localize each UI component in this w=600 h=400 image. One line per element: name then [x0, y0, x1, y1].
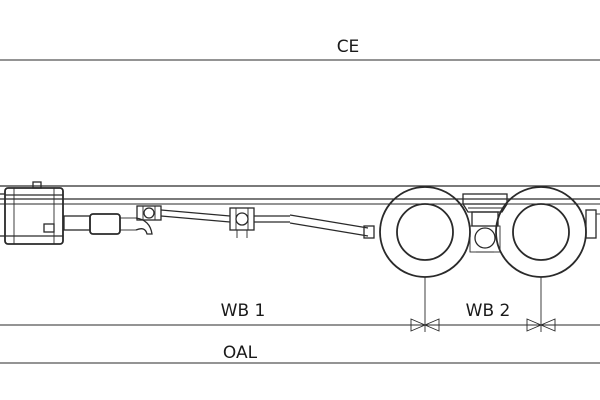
muffler: [63, 213, 153, 235]
center-bearing: [229, 207, 255, 238]
wb2-label: WB 2: [466, 301, 511, 321]
driveshaft-rear: [254, 214, 375, 239]
frame-end: [585, 209, 600, 239]
rear-wheel-2: [495, 186, 587, 278]
axle-center-lines: [424, 277, 542, 332]
oal-label: OAL: [223, 343, 258, 363]
oal-dimension: OAL: [0, 343, 600, 364]
ce-label: CE: [337, 37, 360, 57]
rear-wheel-1: [379, 186, 471, 278]
driveshaft-front: [136, 205, 231, 223]
frame-rail: [0, 185, 600, 205]
wheelbase-dimension: WB 1 WB 2: [0, 301, 600, 332]
ce-dimension: CE: [0, 37, 600, 61]
tandem-suspension: [462, 193, 508, 253]
wb1-end-arrows: [410, 318, 440, 332]
fuel-tank: [0, 181, 64, 245]
wb1-label: WB 1: [221, 301, 266, 321]
wb2-end-arrows: [526, 318, 556, 332]
